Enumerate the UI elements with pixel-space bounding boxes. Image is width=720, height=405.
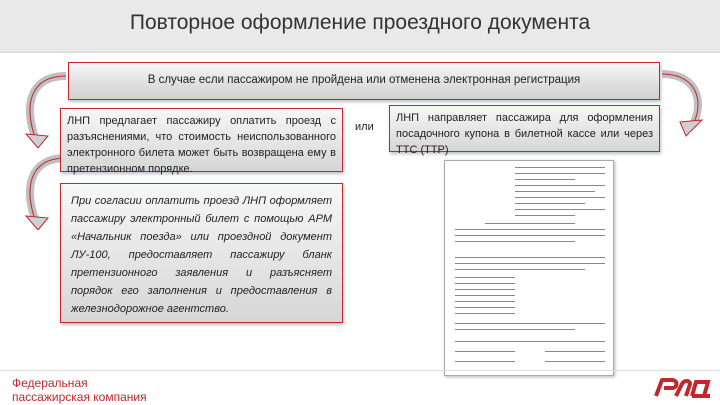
or-label: или — [355, 121, 374, 133]
claim-form-image — [444, 160, 614, 376]
company-name: Федеральная пассажирская компания — [12, 376, 147, 404]
condition-banner: В случае если пассажиром не пройдена или… — [68, 62, 660, 100]
ticket-office-box: ЛНП направляет пассажира для оформления … — [389, 105, 660, 156]
ticket-issuance-box: При согласии оплатить проезд ЛНП оформля… — [60, 183, 343, 323]
company-name-line2: пассажирская компания — [12, 390, 147, 404]
title-bar: Повторное оформление проездного документ… — [0, 0, 720, 53]
refund-offer-box: ЛНП предлагает пассажиру оплатить проезд… — [60, 108, 343, 175]
condition-banner-text: В случае если пассажиром не пройдена или… — [147, 74, 581, 86]
footer-divider — [0, 370, 720, 371]
company-name-line1: Федеральная — [12, 376, 88, 390]
curved-arrow-right-icon — [661, 70, 704, 137]
curved-arrow-left-bottom-icon — [24, 154, 67, 230]
curved-arrow-left-top-icon — [24, 72, 67, 148]
page-title: Повторное оформление проездного документ… — [129, 11, 591, 34]
rzd-logo-icon — [654, 378, 711, 398]
